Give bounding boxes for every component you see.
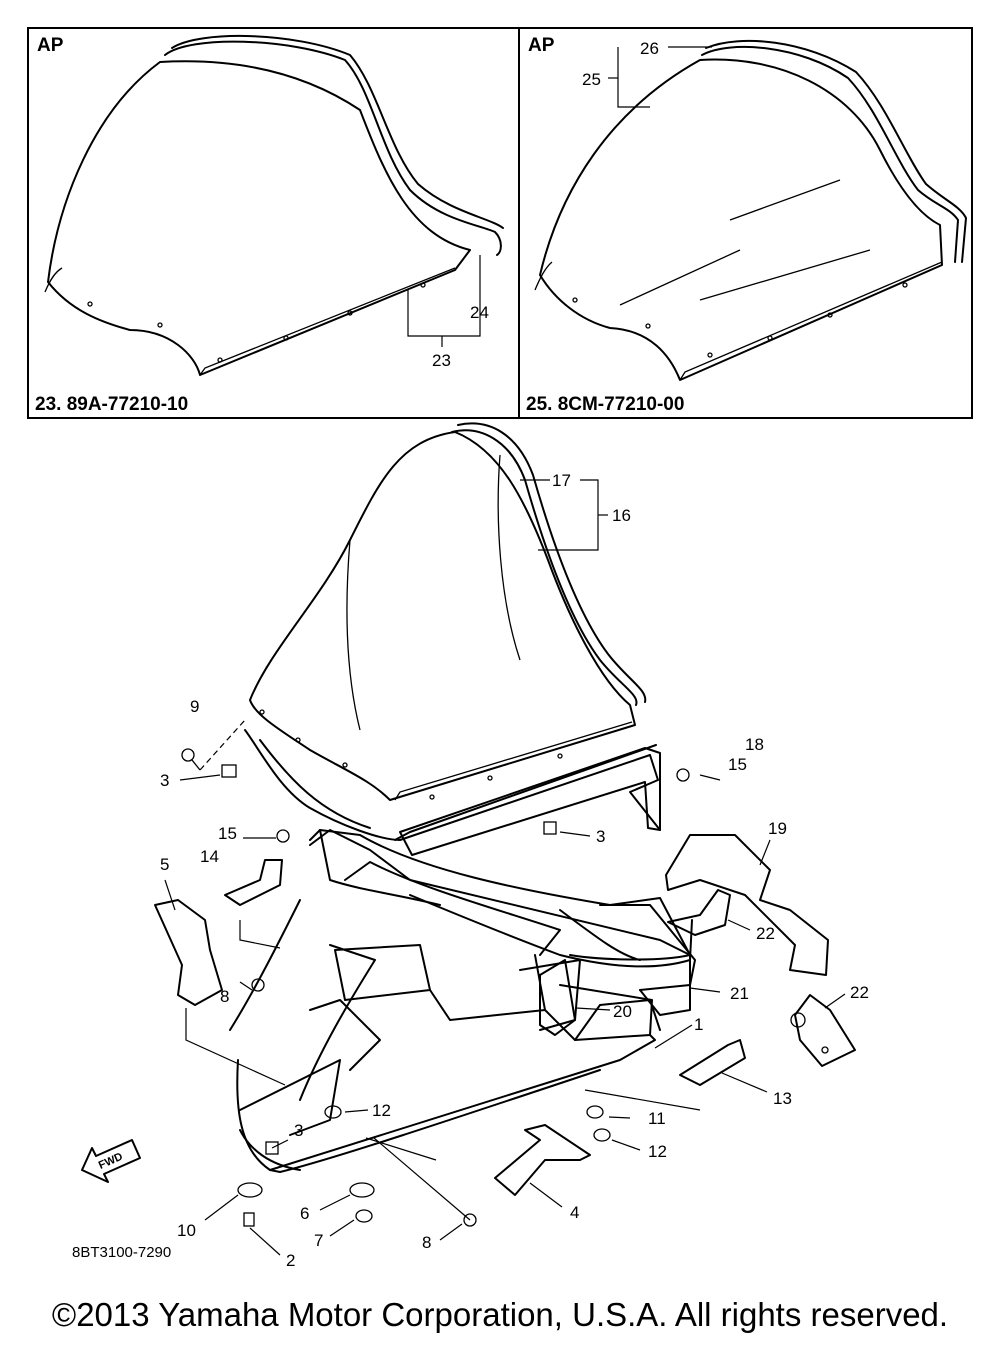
callout-21: 21 xyxy=(730,984,749,1003)
callout-5: 5 xyxy=(160,855,169,874)
callout-22-a: 22 xyxy=(756,924,775,943)
callout-17: 17 xyxy=(552,471,571,490)
callout-labels: 23 24 26 25 17 16 9 18 3 15 15 3 19 5 14… xyxy=(160,39,869,1270)
bracket-4 xyxy=(494,1124,591,1196)
callout-25: 25 xyxy=(582,70,601,89)
bracket-13 xyxy=(679,1039,746,1086)
bracket-5 xyxy=(154,899,223,1006)
bracket-18 xyxy=(399,747,661,856)
panel-caption: 23. 89A-77210-10 xyxy=(35,394,189,415)
callout-22-b: 22 xyxy=(850,983,869,1002)
callout-8-a: 8 xyxy=(220,987,229,1006)
fwd-arrow-icon: FWD xyxy=(81,1139,141,1183)
callout-7: 7 xyxy=(314,1231,323,1250)
callout-4: 4 xyxy=(570,1203,579,1222)
fasteners xyxy=(181,748,690,1227)
callout-2: 2 xyxy=(286,1251,295,1270)
windshield-16 xyxy=(249,431,636,801)
callout-1: 1 xyxy=(694,1015,703,1034)
callout-19: 19 xyxy=(768,819,787,838)
duct-21 xyxy=(309,829,691,1016)
callout-3-a: 3 xyxy=(160,771,169,790)
panel-caption: 25. 8CM-77210-00 xyxy=(526,394,685,415)
callout-6: 6 xyxy=(300,1204,309,1223)
panel-tag: AP xyxy=(528,35,555,56)
callout-23: 23 xyxy=(432,351,451,370)
inset-panel-right: AP 25. 8CM-77210-00 xyxy=(518,27,973,419)
callout-12-a: 12 xyxy=(372,1101,391,1120)
bracket-19 xyxy=(665,834,829,976)
stay-22-left xyxy=(667,889,731,936)
cover-20 xyxy=(539,959,576,1036)
callout-18: 18 xyxy=(745,735,764,754)
cowling-assembly xyxy=(229,729,696,1173)
callout-11: 11 xyxy=(648,1109,666,1128)
callout-26: 26 xyxy=(640,39,659,58)
callout-3-b: 3 xyxy=(596,827,605,846)
callout-24: 24 xyxy=(470,303,489,322)
copyright-notice: ©2013 Yamaha Motor Corporation, U.S.A. A… xyxy=(51,1296,949,1333)
seal-24 xyxy=(164,34,504,256)
callout-3-c: 3 xyxy=(294,1121,303,1140)
windshield-25 xyxy=(534,58,943,381)
panel-tag: AP xyxy=(37,35,64,56)
diagram-code: 8BT3100-7290 xyxy=(72,1244,172,1261)
leader-lines xyxy=(164,719,846,1256)
bracket-14 xyxy=(224,859,283,906)
callout-14: 14 xyxy=(200,847,219,866)
seal-26 xyxy=(701,39,967,263)
callout-15-b: 15 xyxy=(218,824,237,843)
callout-13: 13 xyxy=(773,1089,792,1108)
callout-9: 9 xyxy=(190,697,199,716)
callout-10: 10 xyxy=(177,1221,196,1240)
callout-16: 16 xyxy=(612,506,631,525)
seal-17 xyxy=(451,422,647,706)
stay-22-right xyxy=(794,994,856,1067)
callout-12-b: 12 xyxy=(648,1142,667,1161)
callout-20: 20 xyxy=(613,1002,632,1021)
windshield-23 xyxy=(44,60,471,376)
callout-8-b: 8 xyxy=(422,1233,431,1252)
callout-15-a: 15 xyxy=(728,755,747,774)
